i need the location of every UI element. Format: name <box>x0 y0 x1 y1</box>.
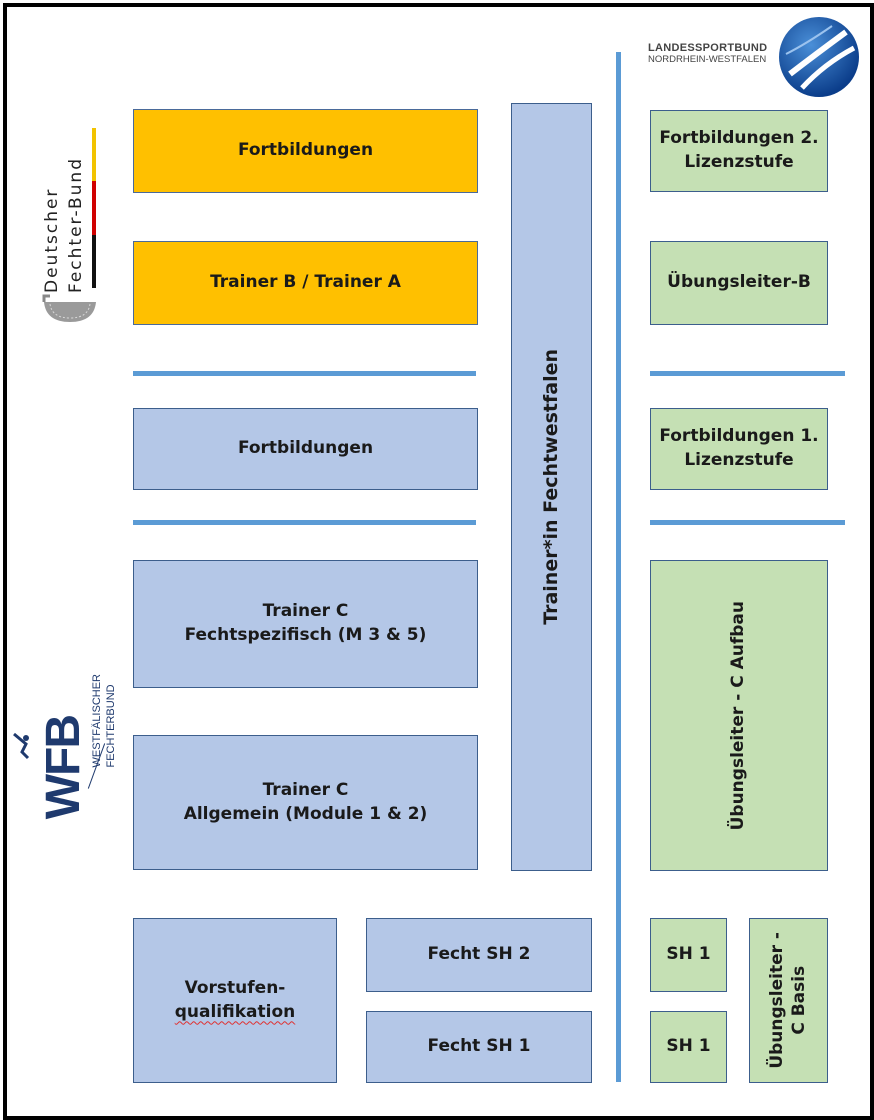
box-label: Fecht SH 1 <box>427 1036 531 1057</box>
dfb-logo-line1: Deutscher <box>42 187 62 293</box>
lsb-logo-line2: NORDRHEIN-WESTFALEN <box>648 54 767 65</box>
wfb-abbr: WFB <box>37 716 90 820</box>
german-flag-stripe <box>92 128 96 288</box>
box-label-line2: Fechtspezifisch (M 3 & 5) <box>184 625 427 645</box>
box-label-line2: Lizenzstufe <box>684 450 794 470</box>
box-label-line1: Trainer C <box>262 601 349 622</box>
box-fecht-sh2: Fecht SH 2 <box>366 918 592 992</box>
box-vorstufenqualifikation: Vorstufen- qualifikation <box>133 918 337 1083</box>
box-fortbildungen-1-lizenzstufe: Fortbildungen 1. Lizenzstufe <box>650 408 828 490</box>
box-label: SH 1 <box>666 944 711 965</box>
box-fortbildungen-wfb: Fortbildungen <box>133 408 478 490</box>
box-label-line2: C Basis <box>789 966 810 1035</box>
wfb-logo-line2: FECHTERBUND <box>105 684 117 768</box>
dfb-logo: Deutscher Fechter-Bund <box>40 128 100 323</box>
box-label: SH 1 <box>666 1036 711 1057</box>
box-trainer-c-fechtspezifisch: Trainer C Fechtspezifisch (M 3 & 5) <box>133 560 478 688</box>
box-label-line1: Übungsleiter - <box>767 932 788 1069</box>
box-label-line2: Allgemein (Module 1 & 2) <box>183 803 428 824</box>
box-label: Fortbildungen <box>237 438 374 459</box>
divider-left-bottom <box>133 520 476 525</box>
divider-right-top <box>650 371 845 376</box>
box-label: Übungsleiter - C Basis <box>766 932 810 1069</box>
box-sh1-bottom: SH 1 <box>650 1011 727 1083</box>
box-trainer-c-allgemein: Trainer C Allgemein (Module 1 & 2) <box>133 735 478 870</box>
box-label-line2: qualifikation <box>174 1001 296 1022</box>
box-uebungsleiter-c-aufbau: Übungsleiter - C Aufbau <box>650 560 828 871</box>
divider-right-bottom <box>650 520 845 525</box>
box-sh1-top: SH 1 <box>650 918 727 992</box>
box-trainer-b-a: Trainer B / Trainer A <box>133 241 478 325</box>
box-label-line1: Fortbildungen 2. <box>659 128 819 149</box>
box-trainer-fechtwestfalen: Trainer*in Fechtwestfalen <box>511 103 592 871</box>
wfb-logo-line1: WESTFÄLISCHER <box>91 674 103 768</box>
box-label: Trainer*in Fechtwestfalen <box>540 349 563 625</box>
box-label: Fecht SH 2 <box>427 944 531 965</box>
dfb-fencer-mask-icon <box>42 294 96 322</box>
wfb-logo-text: WESTFÄLISCHER FECHTERBUND <box>90 674 118 768</box>
lsb-logo: LANDESSPORTBUND NORDRHEIN-WESTFALEN <box>640 14 862 100</box>
box-fortbildungen-2-lizenzstufe: Fortbildungen 2. Lizenzstufe <box>650 110 828 192</box>
divider-left-top <box>133 371 476 376</box>
box-fortbildungen-dfb: Fortbildungen <box>133 109 478 193</box>
box-label: Trainer B / Trainer A <box>210 272 401 293</box>
divider-vertical <box>616 52 621 1082</box>
box-label-line1: Vorstufen- <box>184 977 286 998</box>
box-label-line1: Trainer C <box>262 779 349 800</box>
wfb-logo: WFB WESTFÄLISCHER FECHTERBUND <box>8 672 123 832</box>
box-label: Übungsleiter-B <box>667 272 811 293</box>
lsb-globe-icon <box>779 17 859 97</box>
diagram-frame <box>3 3 874 1120</box>
box-label-line1: Fortbildungen 1. <box>659 426 819 447</box>
dfb-logo-line2: Fechter-Bund <box>66 157 86 293</box>
dfb-logo-text: Deutscher Fechter-Bund <box>40 128 88 293</box>
box-fecht-sh1: Fecht SH 1 <box>366 1011 592 1083</box>
wfb-fencer-icon <box>13 732 30 760</box>
box-uebungsleiter-c-basis: Übungsleiter - C Basis <box>749 918 828 1083</box>
box-label-line2: Lizenzstufe <box>684 152 794 172</box>
box-uebungsleiter-b: Übungsleiter-B <box>650 241 828 325</box>
lsb-logo-line1: LANDESSPORTBUND <box>648 42 768 54</box>
lsb-logo-text: LANDESSPORTBUND NORDRHEIN-WESTFALEN <box>648 42 767 65</box>
box-label: Fortbildungen <box>237 140 374 161</box>
box-label: Übungsleiter - C Aufbau <box>728 600 749 831</box>
